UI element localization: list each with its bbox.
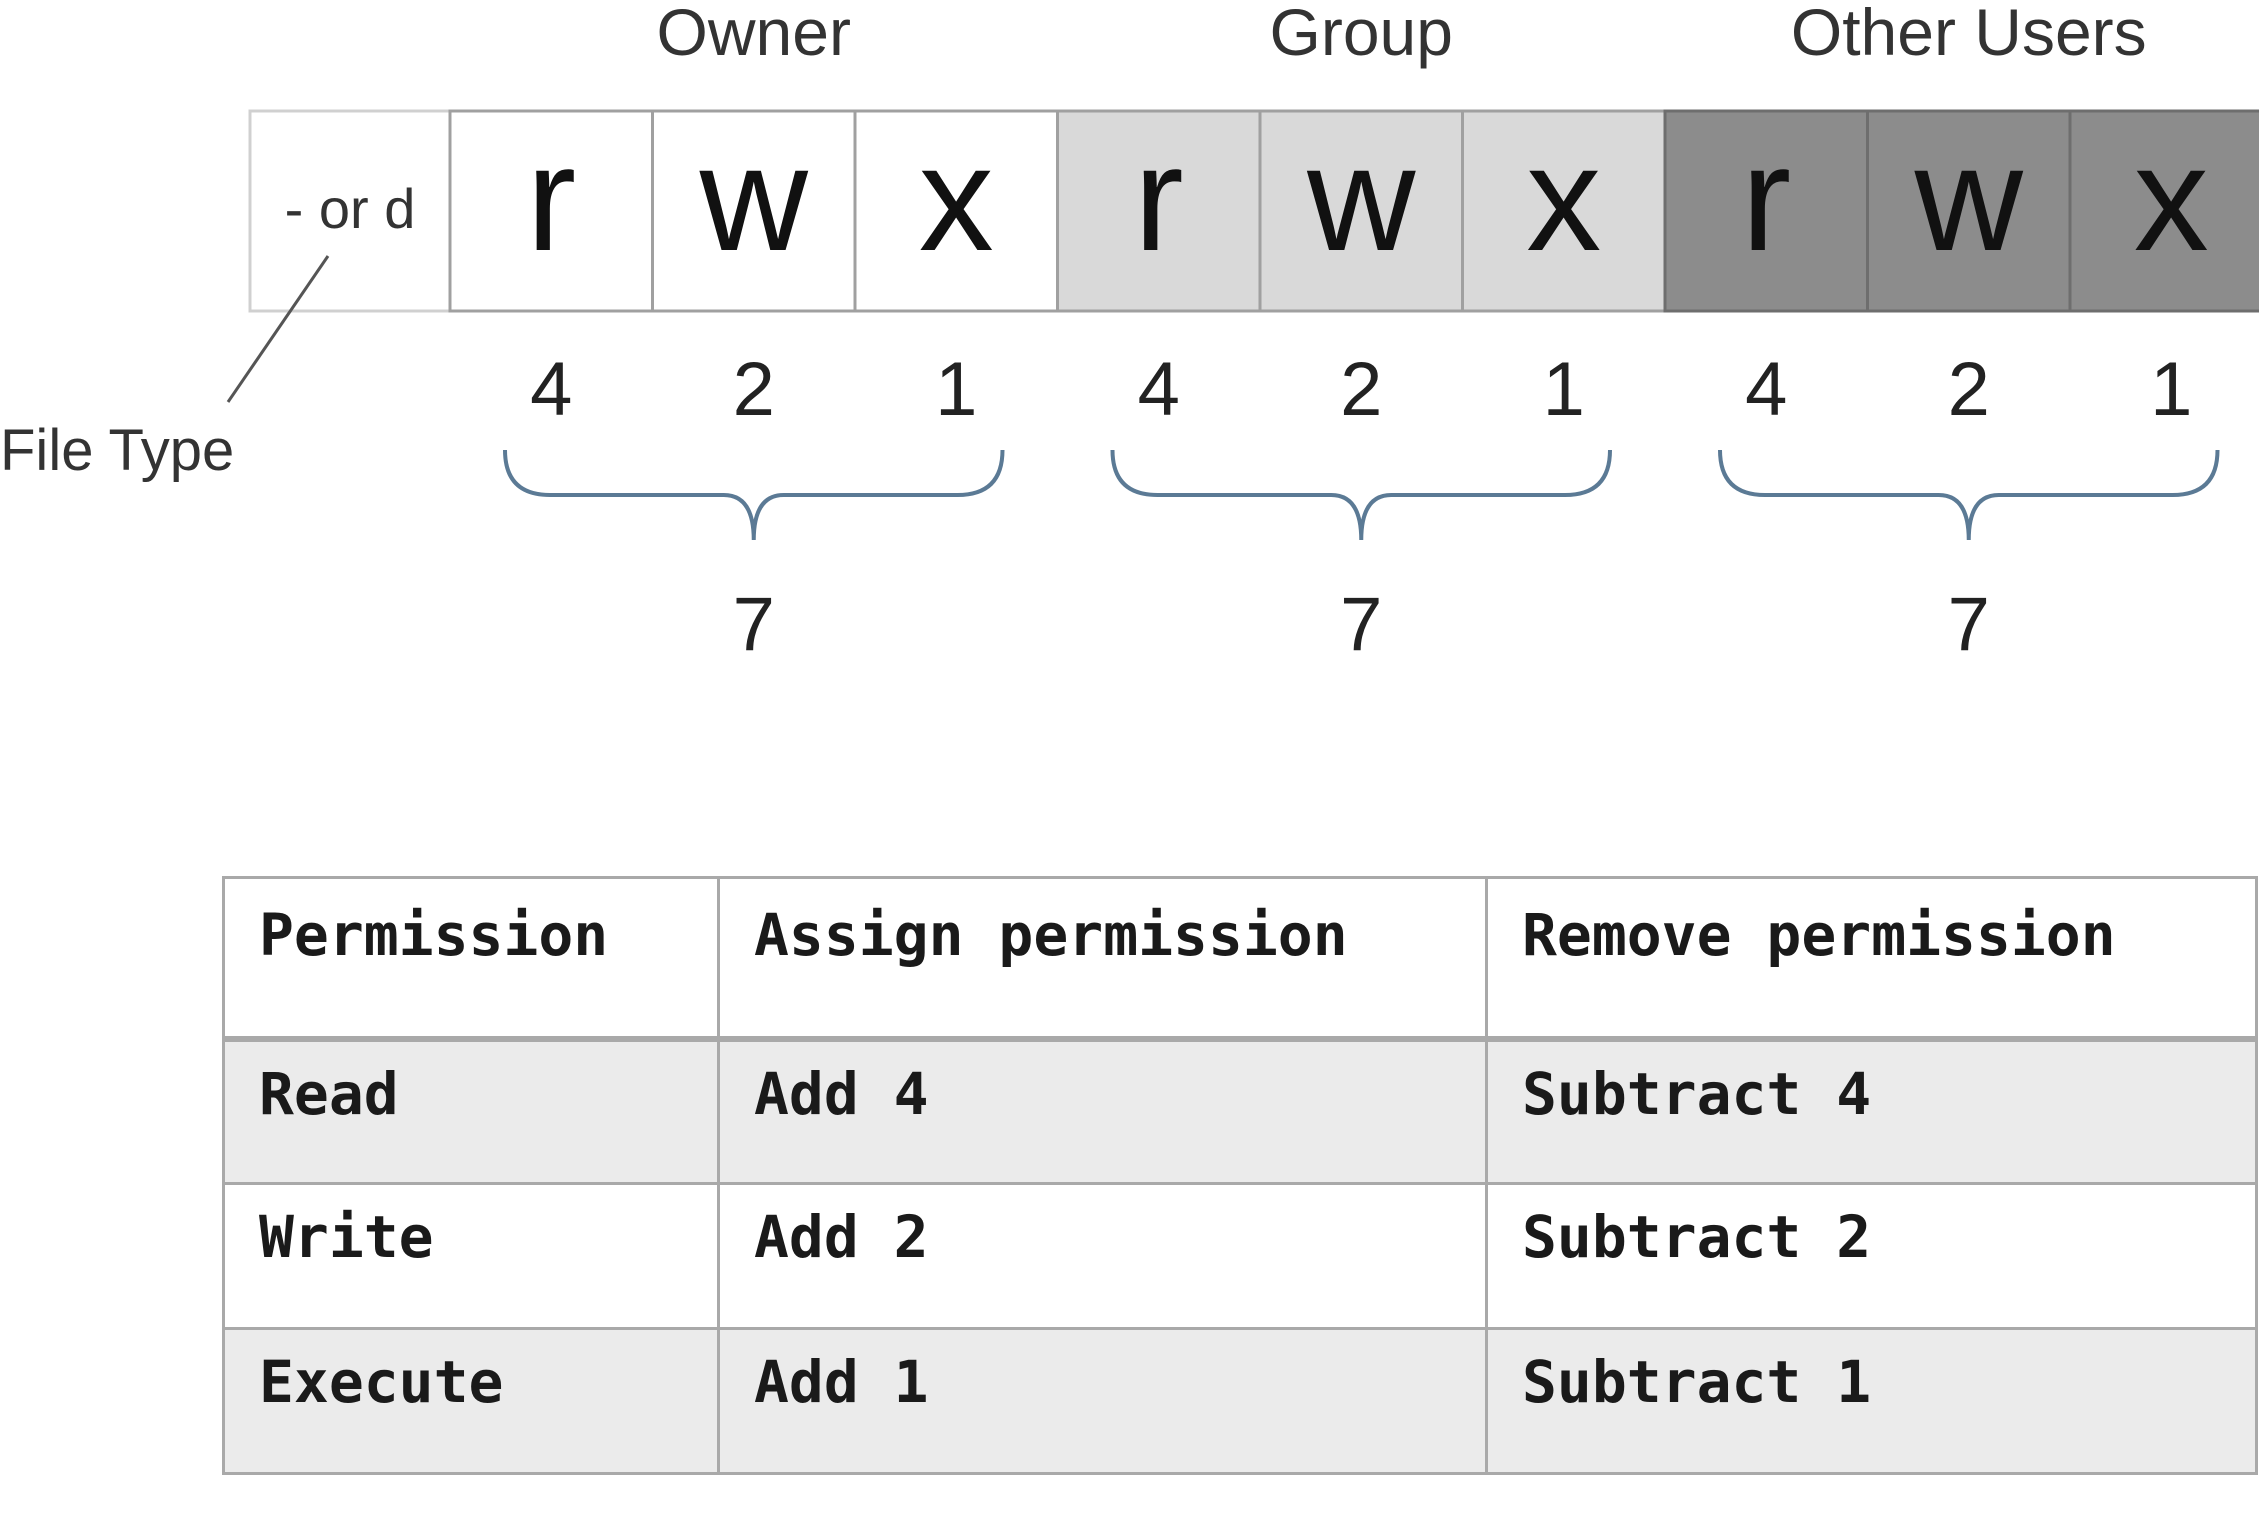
group-label-other-users: Other Users: [1791, 0, 2147, 69]
permission-letter: w: [699, 114, 809, 282]
column-header-remove: Remove permission: [1485, 876, 2258, 1042]
bit-value: 2: [1948, 347, 1990, 432]
permission-letter: w: [1306, 114, 1416, 282]
file-type-label: File Type: [0, 418, 234, 483]
column-header-assign: Assign permission: [717, 876, 1488, 1042]
bit-value: 4: [1745, 347, 1787, 432]
group-brace: [503, 449, 1005, 541]
permission-letter: w: [1914, 114, 2024, 282]
bit-value: 1: [935, 347, 977, 432]
permission-letter: x: [1526, 114, 1601, 282]
permission-letter: x: [2134, 114, 2209, 282]
group-brace: [1718, 449, 2220, 541]
bit-value: 1: [1543, 347, 1585, 432]
permission-cell-owner-r: [448, 109, 654, 313]
table-cell: Read: [222, 1037, 720, 1185]
permission-letter: x: [919, 114, 994, 282]
table-cell: Write: [222, 1182, 720, 1330]
table-cell: Subtract 4: [1485, 1037, 2258, 1185]
table-row-read: Read Add 4 Subtract 4: [222, 1037, 2258, 1185]
file-type-pointer: [226, 255, 330, 403]
permission-cell-other-users-w: [1866, 109, 2072, 313]
table-cell: Add 2: [717, 1182, 1488, 1330]
group-label-group: Group: [1270, 0, 1453, 69]
group-label-owner: Owner: [657, 0, 851, 69]
bit-value: 2: [733, 347, 775, 432]
bit-value: 4: [530, 347, 572, 432]
permission-table: Permission Assign permission Remove perm…: [222, 876, 2258, 1475]
permission-cell-group-w: [1258, 109, 1464, 313]
column-header-permission: Permission: [222, 876, 720, 1042]
bit-value: 2: [1340, 347, 1382, 432]
table-cell: Add 1: [717, 1327, 1488, 1475]
permission-letter: r: [526, 114, 576, 282]
group-brace: [1110, 449, 1612, 541]
permission-cell-owner-w: [651, 109, 857, 313]
table-header-row: Permission Assign permission Remove perm…: [222, 876, 2258, 1042]
group-sum-group: 7: [1340, 582, 1382, 667]
table-cell: Add 4: [717, 1037, 1488, 1185]
group-sum-other-users: 7: [1948, 582, 1990, 667]
file-type-cell-text: - or d: [285, 177, 416, 240]
table-cell: Execute: [222, 1327, 720, 1475]
bit-value: 1: [2150, 347, 2192, 432]
table-row-execute: Execute Add 1 Subtract 1: [222, 1327, 2258, 1475]
table-cell: Subtract 1: [1485, 1327, 2258, 1475]
permission-letter: r: [1741, 114, 1791, 282]
file-type-cell: [248, 109, 452, 313]
bit-value: 4: [1138, 347, 1180, 432]
permission-letter: r: [1134, 114, 1184, 282]
permission-bits-diagram: - or d File Type Owner r 4 w 2 x 1 7 Group r 4 w 2 x 1…: [0, 0, 2259, 667]
group-sum-owner: 7: [733, 582, 775, 667]
table-cell: Subtract 2: [1485, 1182, 2258, 1330]
permission-cell-other-users-x: [2068, 109, 2259, 313]
table-row-write: Write Add 2 Subtract 2: [222, 1182, 2258, 1330]
